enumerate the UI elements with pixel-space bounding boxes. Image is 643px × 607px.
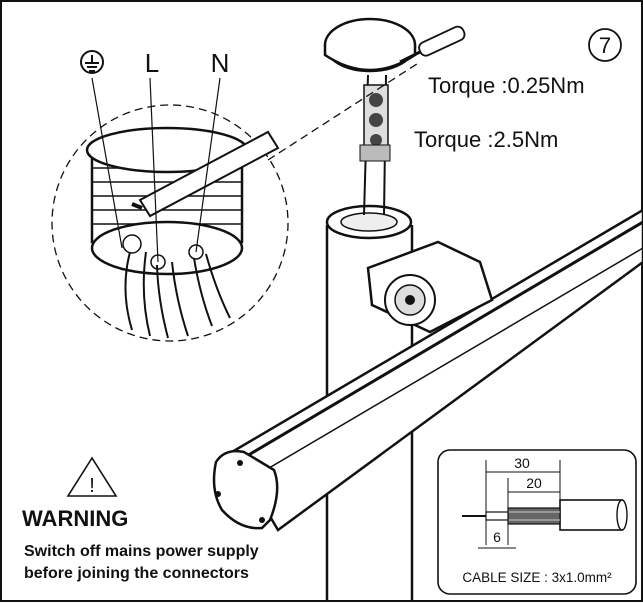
light-bar — [212, 208, 643, 532]
label-live: L — [145, 48, 159, 78]
warning-line-1: Switch off mains power supply — [24, 543, 259, 560]
torque-bottom-label: Torque :2.5Nm — [414, 127, 558, 152]
warning-line-2: before joining the connectors — [24, 565, 249, 582]
warning-triangle-icon — [66, 456, 118, 497]
earth-ground-icon — [80, 50, 104, 74]
label-neutral: N — [211, 48, 230, 78]
warning-title: WARNING — [22, 506, 128, 531]
step-badge: 7 — [588, 28, 622, 62]
pole-bracket — [366, 240, 494, 334]
dim-30: 30 — [514, 455, 530, 471]
torque-top-label: Torque :0.25Nm — [428, 73, 585, 98]
step-number: 7 — [599, 33, 611, 58]
warning-symbol: ! — [89, 475, 95, 497]
dim-6: 6 — [493, 529, 501, 545]
dim-20: 20 — [526, 475, 542, 491]
cable-size-label: CABLE SIZE : 3x1.0mm² — [462, 570, 612, 585]
cap-and-wires — [323, 17, 466, 216]
detail-circle — [51, 61, 421, 342]
cable-inset: 30 20 6 CABLE SIZE : 3x1.0mm² — [437, 449, 637, 595]
warning-block: ! WARNING Switch off mains power supply … — [22, 456, 259, 582]
